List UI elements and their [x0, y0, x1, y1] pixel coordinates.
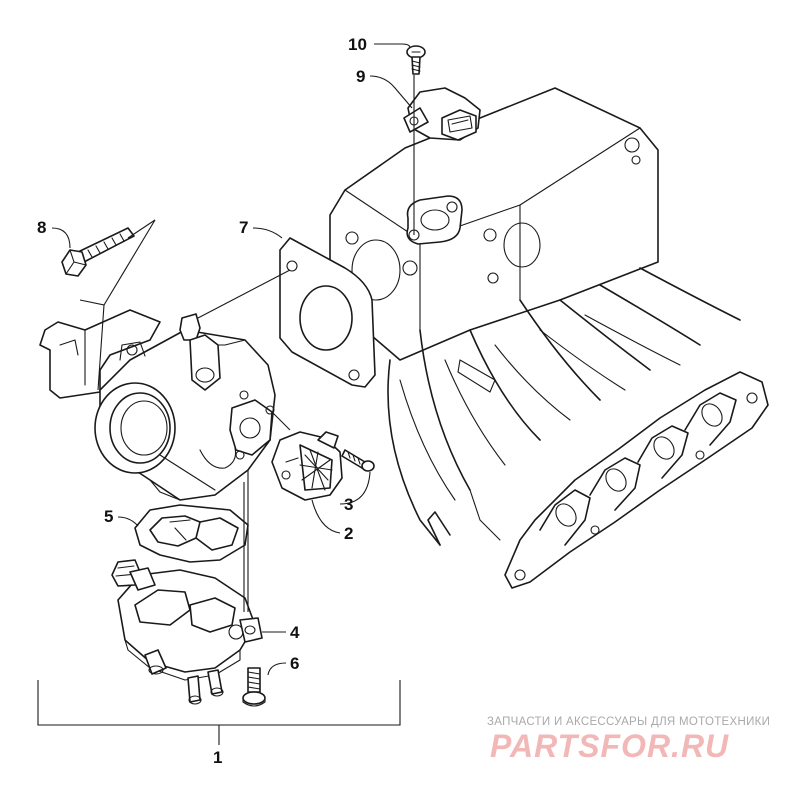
tps-screw	[341, 449, 375, 472]
callout-2: 2	[344, 524, 354, 543]
callout-5: 5	[104, 507, 114, 526]
map-sensor	[403, 87, 481, 141]
throttle-body	[39, 309, 276, 501]
callout-4: 4	[290, 623, 300, 642]
watermark-logo: PARTSFOR.RU	[490, 728, 730, 764]
idle-air-control-valve	[111, 559, 263, 705]
throttle-position-sensor	[271, 431, 343, 501]
callout-1: 1	[213, 748, 223, 767]
watermark-tagline: ЗАПЧАСТИ И АКСЕССУАРЫ ДЛЯ МОТОТЕХНИКИ	[487, 716, 771, 728]
callout-3: 3	[344, 495, 354, 514]
leader-lines	[37, 43, 413, 745]
bracket-bolt	[61, 227, 135, 277]
callout-8: 8	[37, 218, 47, 237]
callout-6: 6	[290, 654, 300, 673]
iac-screw	[242, 667, 266, 707]
map-sensor-screw	[406, 45, 426, 75]
alignment-lines	[79, 75, 415, 612]
callout-10: 10	[348, 35, 367, 54]
throttle-body-gasket	[279, 237, 376, 388]
callout-9: 9	[356, 67, 366, 86]
callout-7: 7	[239, 218, 249, 237]
iac-gasket	[134, 504, 249, 563]
intake-manifold	[329, 87, 769, 589]
